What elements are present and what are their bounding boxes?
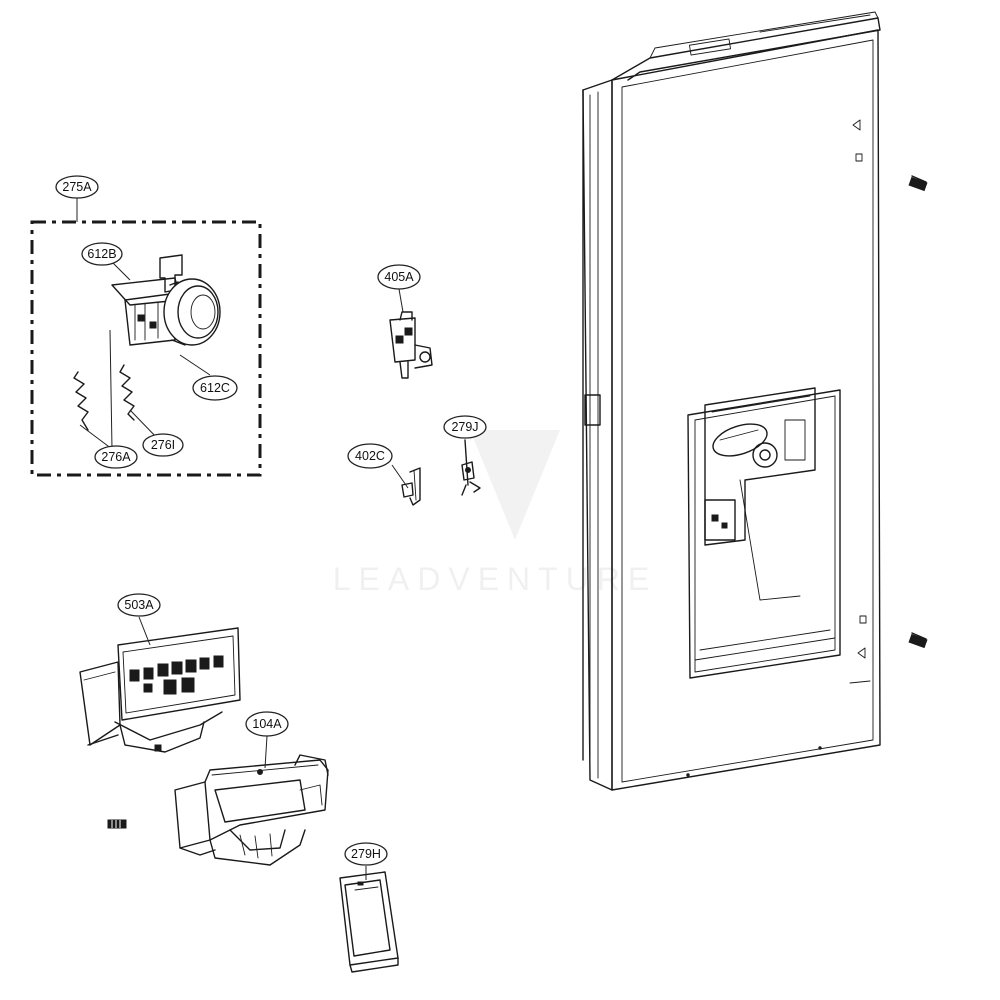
lever-279j[interactable] [461,439,481,496]
housing-104a[interactable] [174,754,329,866]
bracket-402c[interactable] [401,467,421,506]
watermark-text: LEADVENTURE [333,561,658,597]
assembly-275a-frame [30,198,262,477]
callout-276a-label: 276A [101,450,131,464]
small-screw[interactable] [107,819,127,829]
switch-405a[interactable] [389,311,433,379]
callout-279j: 279J [443,415,487,439]
cover-279h[interactable] [339,871,399,973]
hinge-screw-top[interactable] [908,175,928,192]
callout-612b: 612B [81,242,123,266]
callout-276i: 276I [142,433,184,457]
callout-612c-label: 612C [200,381,230,395]
callout-612b-label: 612B [87,247,116,261]
callout-279h: 279H [344,842,388,866]
callout-275a-label: 275A [62,180,92,194]
callout-276i-label: 276I [151,438,175,452]
spring-276i[interactable] [119,364,135,421]
callout-405a: 405A [377,264,421,290]
callout-405a-label: 405A [384,270,414,284]
hinge-screw-bottom[interactable] [908,632,928,649]
callout-503a-label: 503A [124,598,154,612]
callout-275a: 275A [55,175,99,199]
motor-assembly-612c[interactable] [111,254,221,346]
control-panel-503a[interactable] [79,627,241,753]
spring-276a[interactable] [73,371,89,431]
callout-279j-label: 279J [451,420,478,434]
watermark: LEADVENTURE [333,430,658,597]
callout-276a: 276A [94,445,138,469]
callout-104a-label: 104A [252,717,282,731]
callout-402c-label: 402C [355,449,385,463]
callout-402c: 402C [347,443,393,469]
watermark-logo-mark [470,430,560,540]
callout-104a: 104A [245,711,289,737]
refrigerator-door[interactable] [582,11,881,791]
callout-279h-label: 279H [351,847,381,861]
callout-503a: 503A [117,593,161,617]
callout-612c: 612C [192,375,238,401]
